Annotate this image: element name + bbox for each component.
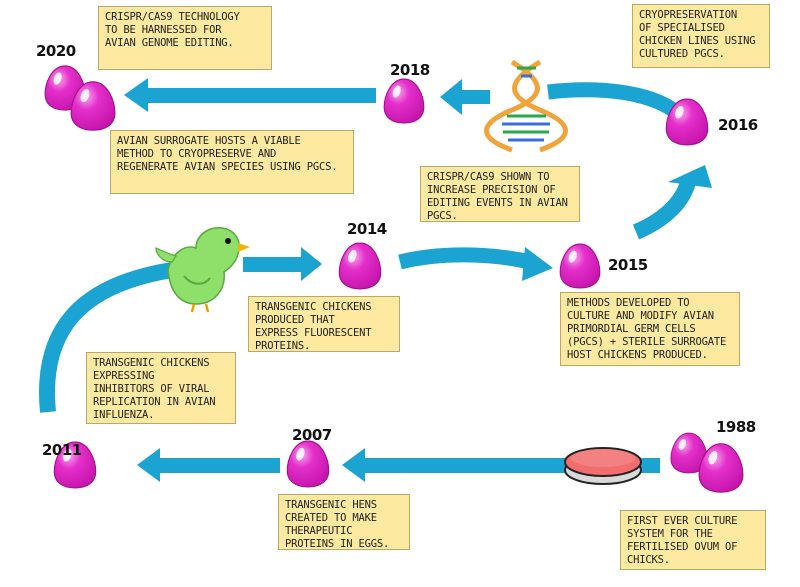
bird-icon — [155, 227, 250, 313]
note-2016: CRYOPRESERVATION OF SPECIALISED CHICKEN … — [632, 4, 770, 68]
arrow-2007-to-2011 — [137, 448, 280, 482]
note-2007: TRANSGENIC HENS CREATED TO MAKE THERAPEU… — [278, 494, 410, 550]
note-2018: AVIAN SURROGATE HOSTS A VIABLE METHOD TO… — [110, 130, 354, 194]
egg-icon — [383, 78, 425, 124]
arrow-2015-to-2016 — [632, 165, 712, 240]
petri-dish-icon — [564, 447, 642, 485]
arrow-dna-to-2018 — [440, 79, 490, 115]
note-2011: TRANSGENIC CHICKENS EXPRESSING INHIBITOR… — [86, 352, 236, 424]
year-label-2018: 2018 — [390, 61, 430, 79]
arrow-2018-to-2020 — [124, 78, 376, 112]
note-2014: TRANSGENIC CHICKENS PRODUCED THAT EXPRES… — [248, 296, 400, 352]
arrow-bird-to-2014 — [243, 247, 322, 281]
note-crispr: CRISPR/CAS9 SHOWN TO INCREASE PRECISION … — [420, 166, 580, 222]
egg-icon — [286, 440, 330, 488]
year-label-2015: 2015 — [608, 256, 648, 274]
year-label-2011: 2011 — [42, 441, 82, 459]
arrow-2016-to-dna — [547, 82, 681, 119]
note-2015: METHODS DEVELOPED TO CULTURE AND MODIFY … — [560, 292, 740, 366]
note-1988: FIRST EVER CULTURE SYSTEM FOR THE FERTIL… — [620, 510, 766, 570]
dna-icon — [484, 59, 568, 153]
arrow-2014-to-2015 — [398, 247, 553, 281]
year-label-2007: 2007 — [292, 426, 332, 444]
year-label-2016: 2016 — [718, 116, 758, 134]
year-label-2020: 2020 — [36, 42, 76, 60]
egg-icon — [559, 243, 601, 289]
note-2020: CRISPR/CAS9 TECHNOLOGY TO BE HARNESSED F… — [98, 6, 272, 70]
egg-icon — [338, 242, 382, 290]
year-label-2014: 2014 — [347, 220, 387, 238]
year-label-1988: 1988 — [716, 418, 756, 436]
arrow-2011-curve — [39, 262, 174, 413]
